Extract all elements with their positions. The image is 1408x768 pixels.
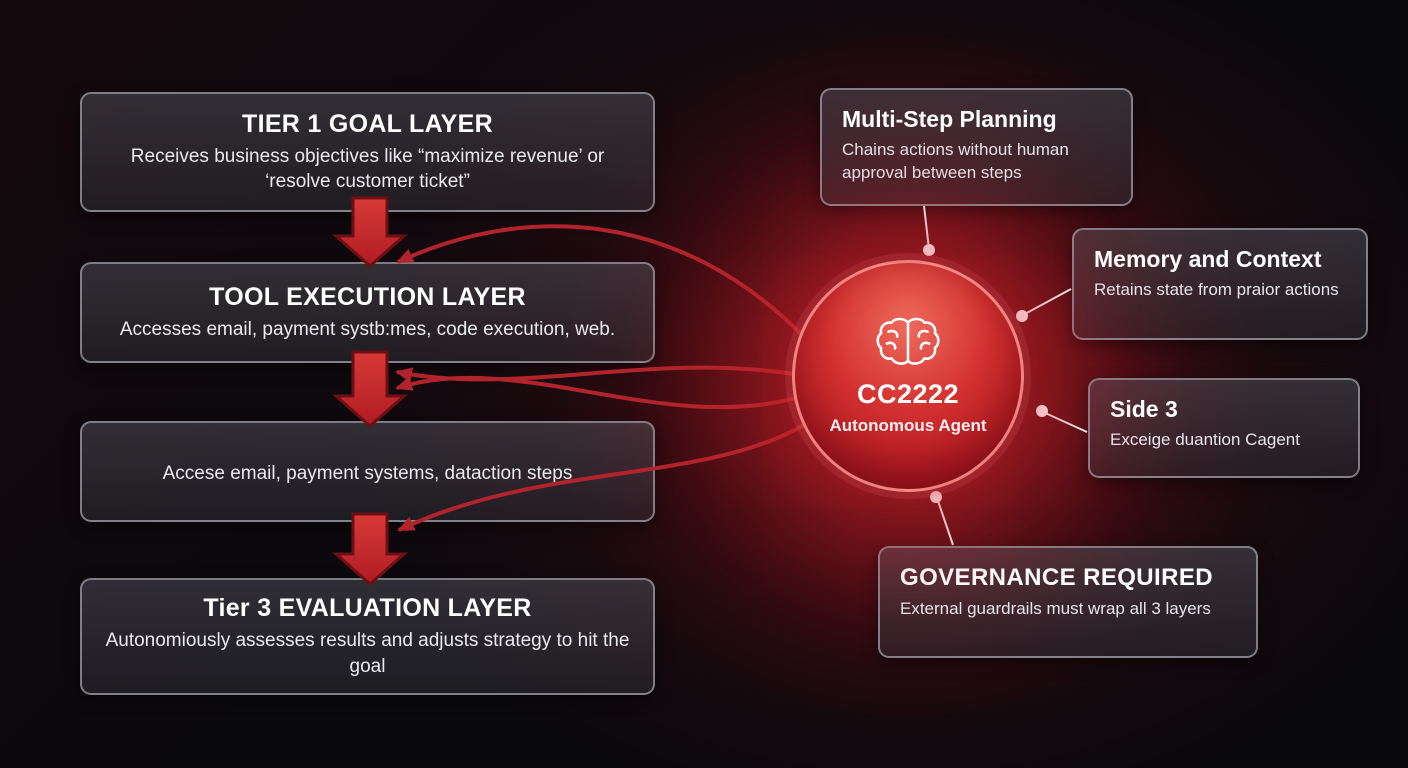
tool-execution-layer-box: TOOL EXECUTION LAYER Accesses email, pay…: [80, 262, 655, 363]
feedback-curve-2: [395, 365, 795, 383]
brain-icon: [873, 316, 943, 373]
governance-required-box: GOVERNANCE REQUIRED External guardrails …: [878, 546, 1258, 658]
side3-body: Exceige duantion Cagent: [1110, 430, 1300, 449]
tier3-evaluation-layer-body: Autonomiously assesses results and adjus…: [105, 630, 630, 677]
side3-box: Side 3 Exceige duantion Cagent: [1088, 378, 1360, 478]
agent-sublabel: Autonomous Agent: [829, 416, 987, 435]
governance-required-title: GOVERNANCE REQUIRED: [900, 564, 1213, 591]
connector-dot-memory: [1016, 310, 1028, 322]
feedback-curve-3: [395, 375, 797, 410]
multi-step-planning-title: Multi-Step Planning: [842, 106, 1057, 132]
multi-step-planning-box: Multi-Step Planning Chains actions witho…: [820, 88, 1133, 206]
connector-dot-governance: [930, 491, 942, 503]
autonomous-agent-node: CC2222 Autonomous Agent: [792, 260, 1024, 492]
governance-required-body: External guardrails must wrap all 3 laye…: [900, 599, 1211, 618]
tool-execution-layer-title: TOOL EXECUTION LAYER: [209, 282, 526, 311]
tier1-goal-layer-box: TIER 1 GOAL LAYER Receives business obje…: [80, 92, 655, 212]
flow-arrow-3: [332, 512, 408, 587]
tier1-goal-layer-title: TIER 1 GOAL LAYER: [242, 109, 493, 138]
tier3-evaluation-layer-box: Tier 3 EVALUATION LAYER Autonomiously as…: [80, 578, 655, 695]
access-layer-box: Accese email, payment systems, dataction…: [80, 421, 655, 522]
tier1-goal-layer-body: Receives business objectives like “maxim…: [130, 145, 605, 192]
tool-execution-layer-body: Accesses email, payment systb:mes, code …: [119, 318, 616, 340]
side3-title: Side 3: [1110, 396, 1178, 422]
tier3-evaluation-layer-title: Tier 3 EVALUATION LAYER: [203, 594, 532, 623]
flow-arrow-2: [332, 350, 408, 429]
connector-line-memory: [1022, 288, 1072, 316]
connector-line-multistep: [923, 205, 930, 250]
access-layer-body: Accese email, payment systems, dataction…: [162, 463, 573, 485]
connector-line-governance: [936, 497, 954, 546]
memory-context-body: Retains state from praior actions: [1094, 280, 1339, 299]
multi-step-planning-body: Chains actions without human approval be…: [842, 140, 1069, 182]
connector-dot-side3: [1036, 405, 1048, 417]
memory-context-box: Memory and Context Retains state from pr…: [1072, 228, 1368, 340]
connector-line-side3: [1042, 411, 1088, 433]
agent-label: CC2222: [856, 379, 960, 409]
memory-context-title: Memory and Context: [1094, 246, 1322, 272]
connector-dot-multistep: [923, 244, 935, 256]
